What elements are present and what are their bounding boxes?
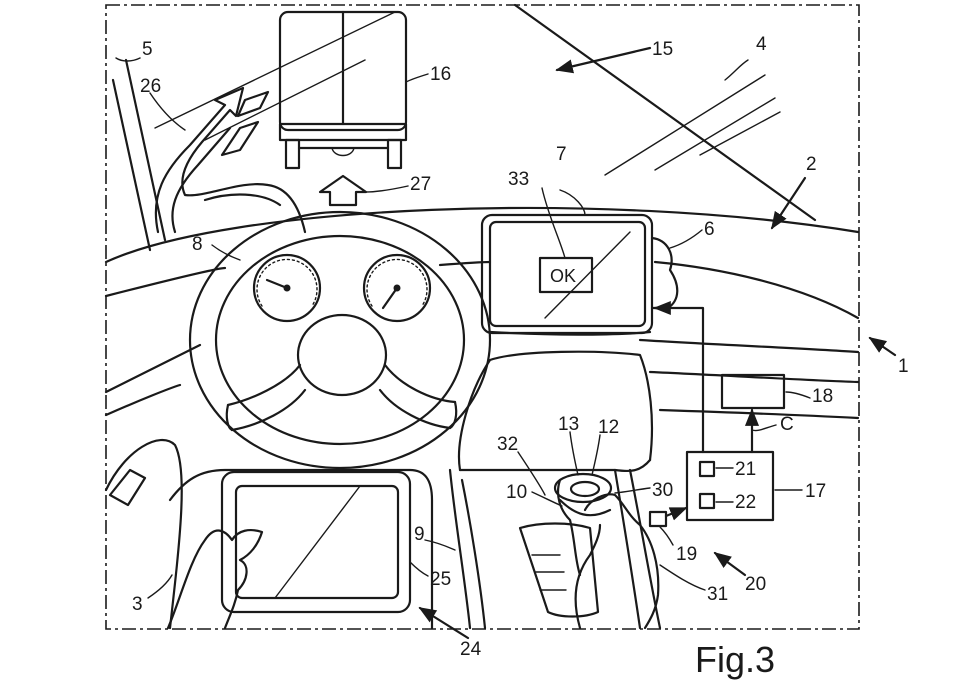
gear-selector (553, 472, 613, 577)
right-hand (574, 493, 660, 630)
label-C: C (780, 414, 794, 435)
label-2: 2 (806, 154, 817, 175)
label-10: 10 (506, 482, 527, 503)
label-16: 16 (430, 64, 451, 85)
label-18: 18 (812, 386, 833, 407)
label-13: 13 (558, 414, 579, 435)
label-26: 26 (140, 76, 161, 97)
dash-dot-frame (105, 4, 860, 630)
label-20: 20 (745, 574, 766, 595)
ok-button (538, 256, 594, 294)
label-17: 17 (805, 481, 826, 502)
figure-caption: Fig.3 (695, 639, 775, 680)
label-30: 30 (652, 480, 673, 501)
dashboard (104, 206, 860, 420)
label-22: 22 (735, 492, 756, 513)
navigation-arrow (154, 86, 307, 234)
label-6: 6 (704, 219, 715, 240)
up-arrow (318, 174, 368, 207)
label-24: 24 (460, 639, 482, 660)
reference-labels: 5 26 16 15 4 27 33 7 2 6 8 1 18 C 13 12 … (132, 34, 909, 660)
ok-button-label: OK (550, 266, 576, 286)
label-27: 27 (410, 174, 431, 195)
label-3: 3 (132, 594, 143, 615)
label-5: 5 (142, 39, 153, 60)
tablet-device (220, 470, 412, 614)
label-7: 7 (556, 144, 567, 165)
center-console (104, 350, 662, 630)
label-21: 21 (735, 459, 756, 480)
leader-lines (115, 46, 897, 640)
connection-lines (653, 300, 760, 521)
label-31: 31 (707, 584, 728, 605)
left-hand (166, 529, 264, 630)
label-8: 8 (192, 234, 203, 255)
control-unit (685, 450, 775, 522)
label-33: 33 (508, 169, 529, 190)
label-9: 9 (414, 524, 425, 545)
unit-18-box (720, 373, 786, 410)
label-15: 15 (652, 39, 673, 60)
label-12: 12 (598, 417, 619, 438)
label-25: 25 (430, 569, 451, 590)
instrument-gauges (252, 253, 432, 323)
label-32: 32 (497, 434, 518, 455)
windshield (111, 3, 817, 252)
sensor-bracket (650, 236, 679, 310)
label-19: 19 (676, 544, 697, 565)
steering-wheel (188, 210, 492, 470)
label-4: 4 (756, 34, 767, 55)
center-display: OK (480, 213, 654, 335)
label-1: 1 (898, 356, 909, 377)
truck (278, 10, 408, 170)
sensor-19-box (648, 510, 668, 528)
